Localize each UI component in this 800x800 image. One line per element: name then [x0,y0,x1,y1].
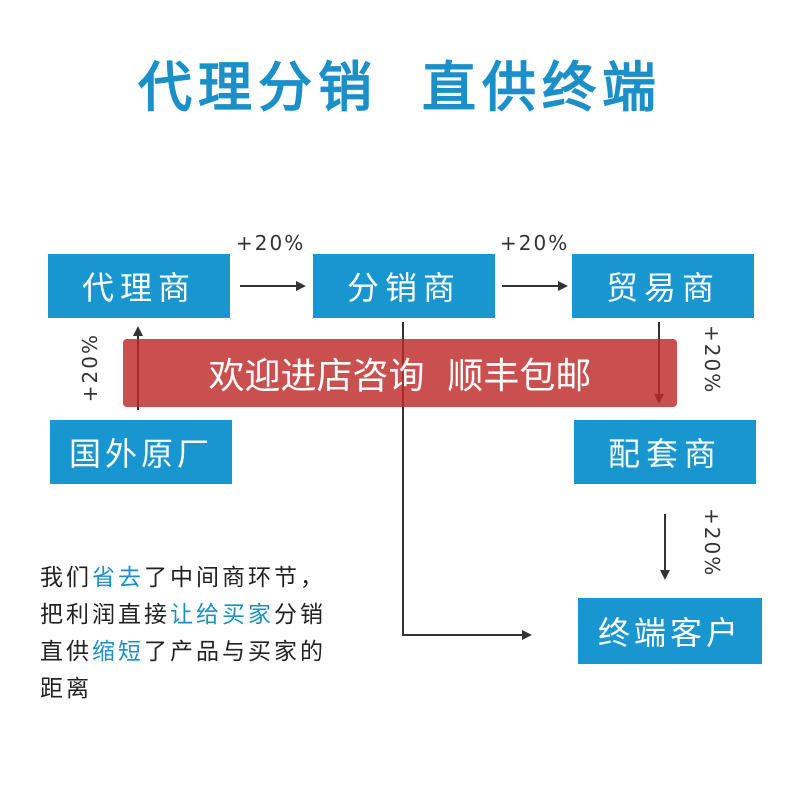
node-trader: 贸易商 [572,254,754,318]
node-trader-label: 贸易商 [605,269,720,307]
desc-text: 我们 [40,565,92,591]
node-customer-label: 终端客户 [597,614,742,652]
desc-text: 把利润直接 [40,602,170,628]
description-line-3: 直供缩短了产品与买家的 [40,634,380,671]
node-customer: 终端客户 [578,598,762,664]
description-line-1: 我们省去了中间商环节， [40,560,380,597]
node-supplier: 配套商 [574,420,756,484]
desc-highlight: 让给买家 [170,602,274,628]
title-part1: 代理分销 [138,56,378,119]
node-agent-label: 代理商 [81,269,196,307]
description-line-4: 距离 [40,676,92,702]
desc-text: 直供 [40,639,92,665]
markup-distributor-trader: +20% [500,231,570,255]
title-part2: 直供终端 [422,56,662,119]
markup-trader-supplier: +20% [700,325,724,395]
desc-highlight: 省去 [92,565,144,591]
markup-agent-distributor: +20% [236,231,306,255]
node-distributor: 分销商 [313,254,495,318]
promo-banner-text: 欢迎进店咨询 顺丰包邮 [208,356,592,397]
markup-supplier-customer: +20% [700,508,724,578]
node-factory-label: 国外原厂 [68,435,213,473]
desc-text: 了中间商环节， [144,565,326,591]
page-title: 代理分销直供终端 [0,52,800,124]
node-agent: 代理商 [48,254,230,318]
promo-banner: 欢迎进店咨询 顺丰包邮 [123,339,677,407]
desc-text: 分销 [274,602,326,628]
arrow-direct-supply [402,322,532,640]
markup-factory-agent: +20% [78,333,102,403]
node-factory: 国外原厂 [50,420,232,484]
description-text: 我们省去了中间商环节， 把利润直接让给买家分销 直供缩短了产品与买家的 距离 [40,560,380,708]
node-supplier-label: 配套商 [607,435,722,473]
description-line-2: 把利润直接让给买家分销 [40,597,380,634]
desc-text: 了产品与买家的 [144,639,326,665]
node-distributor-label: 分销商 [346,269,461,307]
desc-highlight: 缩短 [92,639,144,665]
